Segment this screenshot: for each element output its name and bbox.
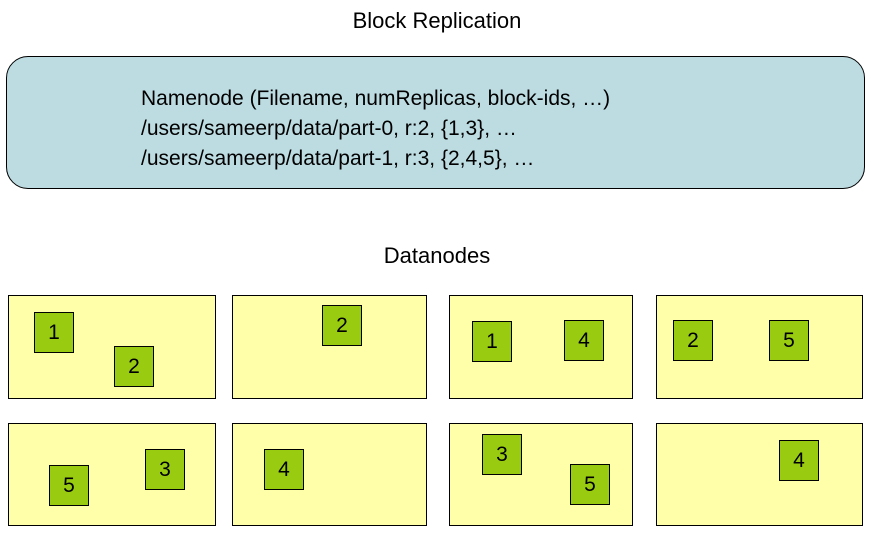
- datanode-6: 4: [232, 423, 427, 526]
- block-replica: 2: [114, 346, 154, 387]
- block-replica: 2: [673, 320, 713, 361]
- block-replica: 5: [769, 320, 809, 361]
- block-replica: 3: [145, 449, 185, 490]
- datanode-1: 1 2: [8, 295, 216, 399]
- block-replica: 1: [34, 312, 74, 353]
- block-replica: 2: [322, 305, 362, 346]
- datanode-2: 2: [232, 295, 427, 399]
- namenode-metadata: Namenode (Filename, numReplicas, block-i…: [141, 84, 610, 174]
- block-replica: 4: [264, 449, 304, 490]
- namenode-box: Namenode (Filename, numReplicas, block-i…: [6, 56, 865, 189]
- page-title: Block Replication: [352, 8, 522, 33]
- datanodes-heading: Datanodes: [383, 243, 491, 268]
- datanode-8: 4: [656, 423, 863, 526]
- datanode-7: 3 5: [449, 423, 633, 526]
- datanode-5: 5 3: [8, 423, 216, 526]
- block-replica: 5: [49, 465, 89, 506]
- datanode-3: 1 4: [449, 295, 633, 399]
- block-replica: 3: [482, 434, 522, 475]
- namenode-header-line: Namenode (Filename, numReplicas, block-i…: [141, 87, 611, 110]
- namenode-file-entry: /users/sameerp/data/part-0, r:2, {1,3}, …: [141, 117, 517, 140]
- block-replica: 5: [570, 464, 610, 505]
- block-replica: 1: [472, 321, 512, 362]
- namenode-file-entry: /users/sameerp/data/part-1, r:3, {2,4,5}…: [141, 147, 535, 170]
- datanode-4: 2 5: [656, 295, 863, 399]
- block-replica: 4: [564, 320, 604, 361]
- block-replica: 4: [779, 440, 819, 481]
